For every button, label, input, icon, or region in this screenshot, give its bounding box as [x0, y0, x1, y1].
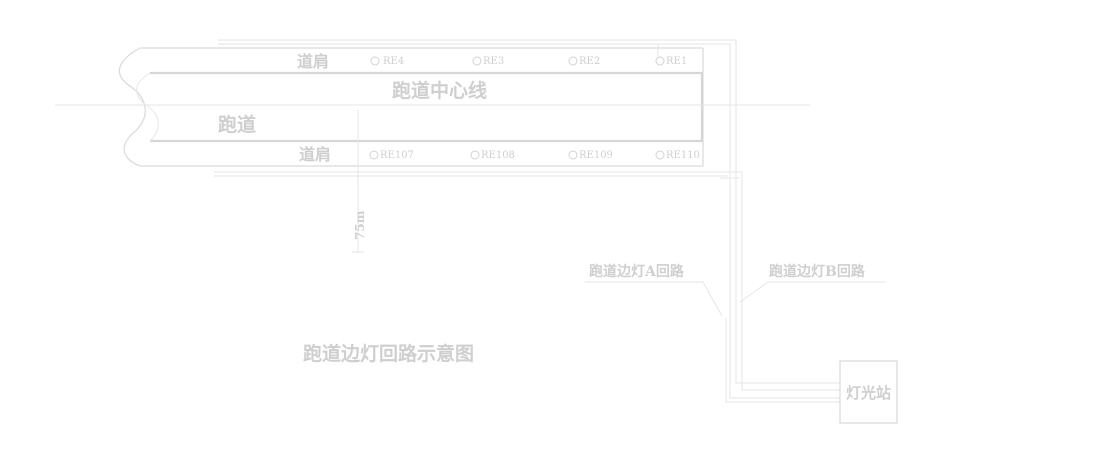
cable-stubs: [214, 39, 242, 177]
runway-label: 跑道: [218, 113, 256, 136]
shoulder-top-label: 道肩: [297, 52, 329, 71]
circuit-cables: [238, 39, 840, 403]
station-label: 灯光站: [846, 384, 891, 402]
lamp-top-re2: [568, 56, 578, 66]
lamp-top-re4: [370, 56, 380, 66]
diagram-title: 跑道边灯回路示意图: [303, 342, 474, 365]
lamp-bottom-re107: [369, 150, 379, 160]
runway-outline: [118, 47, 704, 167]
lamp-label-re110: RE110: [666, 150, 700, 161]
lamp-label-re1: RE1: [666, 56, 687, 67]
lamp-bottom-re109: [568, 150, 578, 160]
lamp-label-re3: RE3: [483, 56, 504, 67]
lamp-bottom-re110: [655, 150, 665, 160]
lamp-label-re108: RE108: [481, 150, 515, 161]
shoulder-bottom-label: 道肩: [299, 145, 331, 164]
lamp-label-re109: RE109: [579, 150, 613, 161]
lamp-top-re1: [655, 56, 665, 66]
lamp-bottom-re108: [470, 150, 480, 160]
lamp-label-re4: RE4: [383, 56, 404, 67]
circuit-leaders: [585, 281, 886, 317]
lamp-label-re107: RE107: [380, 150, 414, 161]
lamp-label-re2: RE2: [579, 56, 600, 67]
distance-label: 75m: [353, 210, 367, 240]
circuit-a-label: 跑道边灯A回路: [589, 263, 685, 280]
circuit-b-label: 跑道边灯B回路: [769, 263, 866, 280]
distance-dimension: [352, 110, 364, 253]
lamp-top-re3: [472, 56, 482, 66]
light-station: [839, 360, 898, 424]
centerline-label: 跑道中心线: [392, 79, 487, 102]
